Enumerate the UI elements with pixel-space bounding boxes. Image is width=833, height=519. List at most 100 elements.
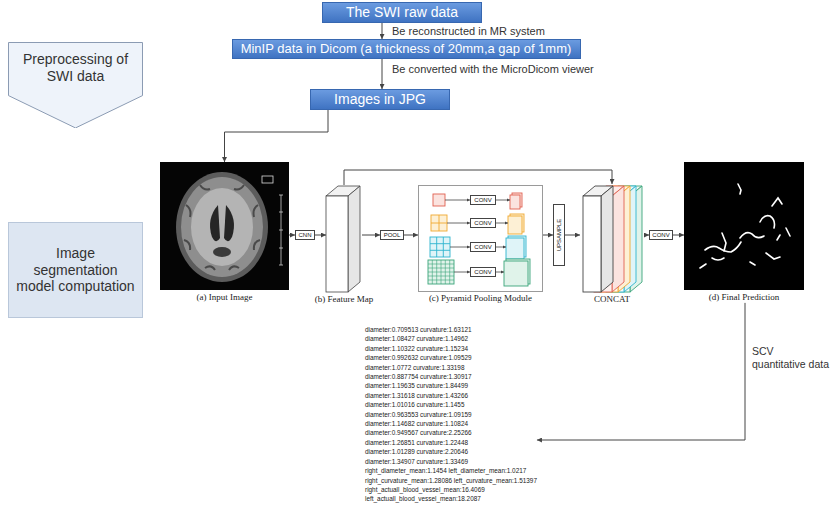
mri-image xyxy=(210,205,220,241)
node-text: Preprocessing of SWI data xyxy=(14,51,137,85)
connector-arrow xyxy=(673,235,684,236)
layer-box: POOL xyxy=(380,230,404,240)
feature-map: (b) Feature Map xyxy=(326,185,362,292)
connector-arrow xyxy=(382,59,383,89)
prediction-image: (d) Final Prediction xyxy=(684,162,804,290)
prediction-image xyxy=(772,198,782,206)
data-line: diameter:0.709513 curvature:1.63121 xyxy=(365,325,537,334)
data-line: diameter:0.887754 curvature:1.30917 xyxy=(365,372,537,381)
pyramid-pooling-module: CONVCONVCONVCONV(c) Pyramid Pooling Modu… xyxy=(418,185,543,292)
pooled-maps xyxy=(433,194,445,206)
node-text: CONV xyxy=(474,244,491,250)
upsample-box: UPSAMPLE xyxy=(553,204,565,266)
prediction-image xyxy=(766,253,780,259)
node-text: CNN xyxy=(299,232,312,238)
prediction-image xyxy=(750,262,755,265)
edge-label: Be converted with the MicroDicom viewer xyxy=(392,63,594,76)
pyramid-arrows xyxy=(496,200,510,201)
pyramid-arrows xyxy=(445,200,510,272)
data-line: diameter:1.19635 curvature:1.84499 xyxy=(365,381,537,390)
prediction-image xyxy=(760,216,775,228)
mri-image xyxy=(181,177,263,277)
connector-arrow xyxy=(362,235,380,236)
process-box: MinIP data in Dicom (a thickness of 20mm… xyxy=(232,39,581,59)
prediction-image xyxy=(700,184,790,268)
concat-slabs xyxy=(583,196,601,292)
mri-image xyxy=(160,162,289,290)
connector-arrow xyxy=(225,110,329,162)
mri-image xyxy=(279,195,283,265)
feature-map-slab xyxy=(348,186,360,292)
mri-image xyxy=(213,247,231,257)
input-image: (a) Input Image xyxy=(160,162,289,290)
prediction-image xyxy=(705,242,741,252)
node-text: CONV xyxy=(474,220,491,226)
data-line: diameter:0.949567 curvature:2.25266 xyxy=(365,428,537,437)
upsampled-maps xyxy=(508,216,522,234)
node-text: UPSAMPLE xyxy=(556,219,562,252)
prediction-image xyxy=(777,235,780,240)
pooled-maps xyxy=(430,237,450,257)
data-line: diameter:1.08427 curvature:1.14962 xyxy=(365,334,537,343)
pyramid-arrows xyxy=(445,200,470,201)
caption: (d) Final Prediction xyxy=(709,293,780,303)
data-line: right_diameter_mean:1.1454 left_diameter… xyxy=(365,466,537,475)
mri-image xyxy=(176,172,268,282)
data-line: diameter:0.992632 curvature:1.09529 xyxy=(365,353,537,362)
data-line: diameter:1.0772 curvature:1.33198 xyxy=(365,363,537,372)
pooled-maps xyxy=(430,237,450,257)
node-text: POOL xyxy=(384,232,401,238)
pooled-maps xyxy=(428,194,454,284)
caption: (c) Pyramid Pooling Module xyxy=(429,294,532,304)
mri-image xyxy=(160,162,289,290)
process-box: The SWI raw data xyxy=(322,2,482,23)
concat-slabs xyxy=(612,186,624,292)
node-text: CONV xyxy=(474,197,491,203)
node-text: CONV xyxy=(474,269,491,275)
pyramid-arrows xyxy=(450,247,470,248)
prediction-image xyxy=(722,233,726,251)
prediction-image xyxy=(786,228,790,236)
connector-layer xyxy=(225,23,746,440)
pooled-maps xyxy=(428,260,454,284)
prediction-image xyxy=(684,162,804,290)
pooled-maps xyxy=(428,260,454,284)
pooled-maps xyxy=(431,215,447,231)
data-line: diameter:1.10322 curvature:1.15234 xyxy=(365,344,537,353)
node-text: MinIP data in Dicom (a thickness of 20mm… xyxy=(241,41,572,57)
data-line: diameter:1.14682 curvature:1.10824 xyxy=(365,419,537,428)
section-chevron: Preprocessing of SWI data xyxy=(8,42,143,128)
pyramid-arrows xyxy=(447,223,470,224)
pooled-maps xyxy=(431,215,447,231)
pyramid-arrows xyxy=(454,272,470,273)
data-line: diameter:1.26851 curvature:1.22448 xyxy=(365,438,537,447)
connector-arrow xyxy=(315,235,326,236)
data-line: diameter:1.01289 curvature:2.20646 xyxy=(365,447,537,456)
connector-arrow xyxy=(382,23,383,39)
connector-arrow xyxy=(537,303,745,440)
edge-label: SCV quantitative data xyxy=(752,345,830,371)
caption: (a) Input Image xyxy=(197,293,253,303)
data-line: right_curvature_mean:1.28086 left_curvat… xyxy=(365,476,537,485)
prediction-image xyxy=(684,162,804,290)
mri-image xyxy=(224,205,234,241)
data-line: diameter:1.01016 curvature:1.1455 xyxy=(365,400,537,409)
connector-arrow xyxy=(344,170,612,185)
conv-box: CONV xyxy=(470,267,496,277)
section-box: Image segmentation model computation xyxy=(8,222,143,318)
data-line: diameter:1.34907 curvature:1.33469 xyxy=(365,457,537,466)
process-box: Images in JPG xyxy=(310,89,450,110)
connector-arrow xyxy=(404,235,418,236)
layer-box: CNN xyxy=(295,230,315,240)
conv-box: CONV xyxy=(470,218,496,228)
prediction-image xyxy=(700,264,706,268)
caption: (b) Feature Map xyxy=(315,295,373,305)
node-text: Images in JPG xyxy=(334,91,426,108)
pyramid-arrows xyxy=(496,247,506,248)
upsampled-maps xyxy=(506,238,524,259)
upsampled-maps xyxy=(504,261,528,286)
edge-label: Be reconstructed in MR system xyxy=(392,25,545,38)
conv-box: CONV xyxy=(649,230,673,240)
upsampled-maps xyxy=(510,195,520,209)
conv-box: CONV xyxy=(470,242,496,252)
